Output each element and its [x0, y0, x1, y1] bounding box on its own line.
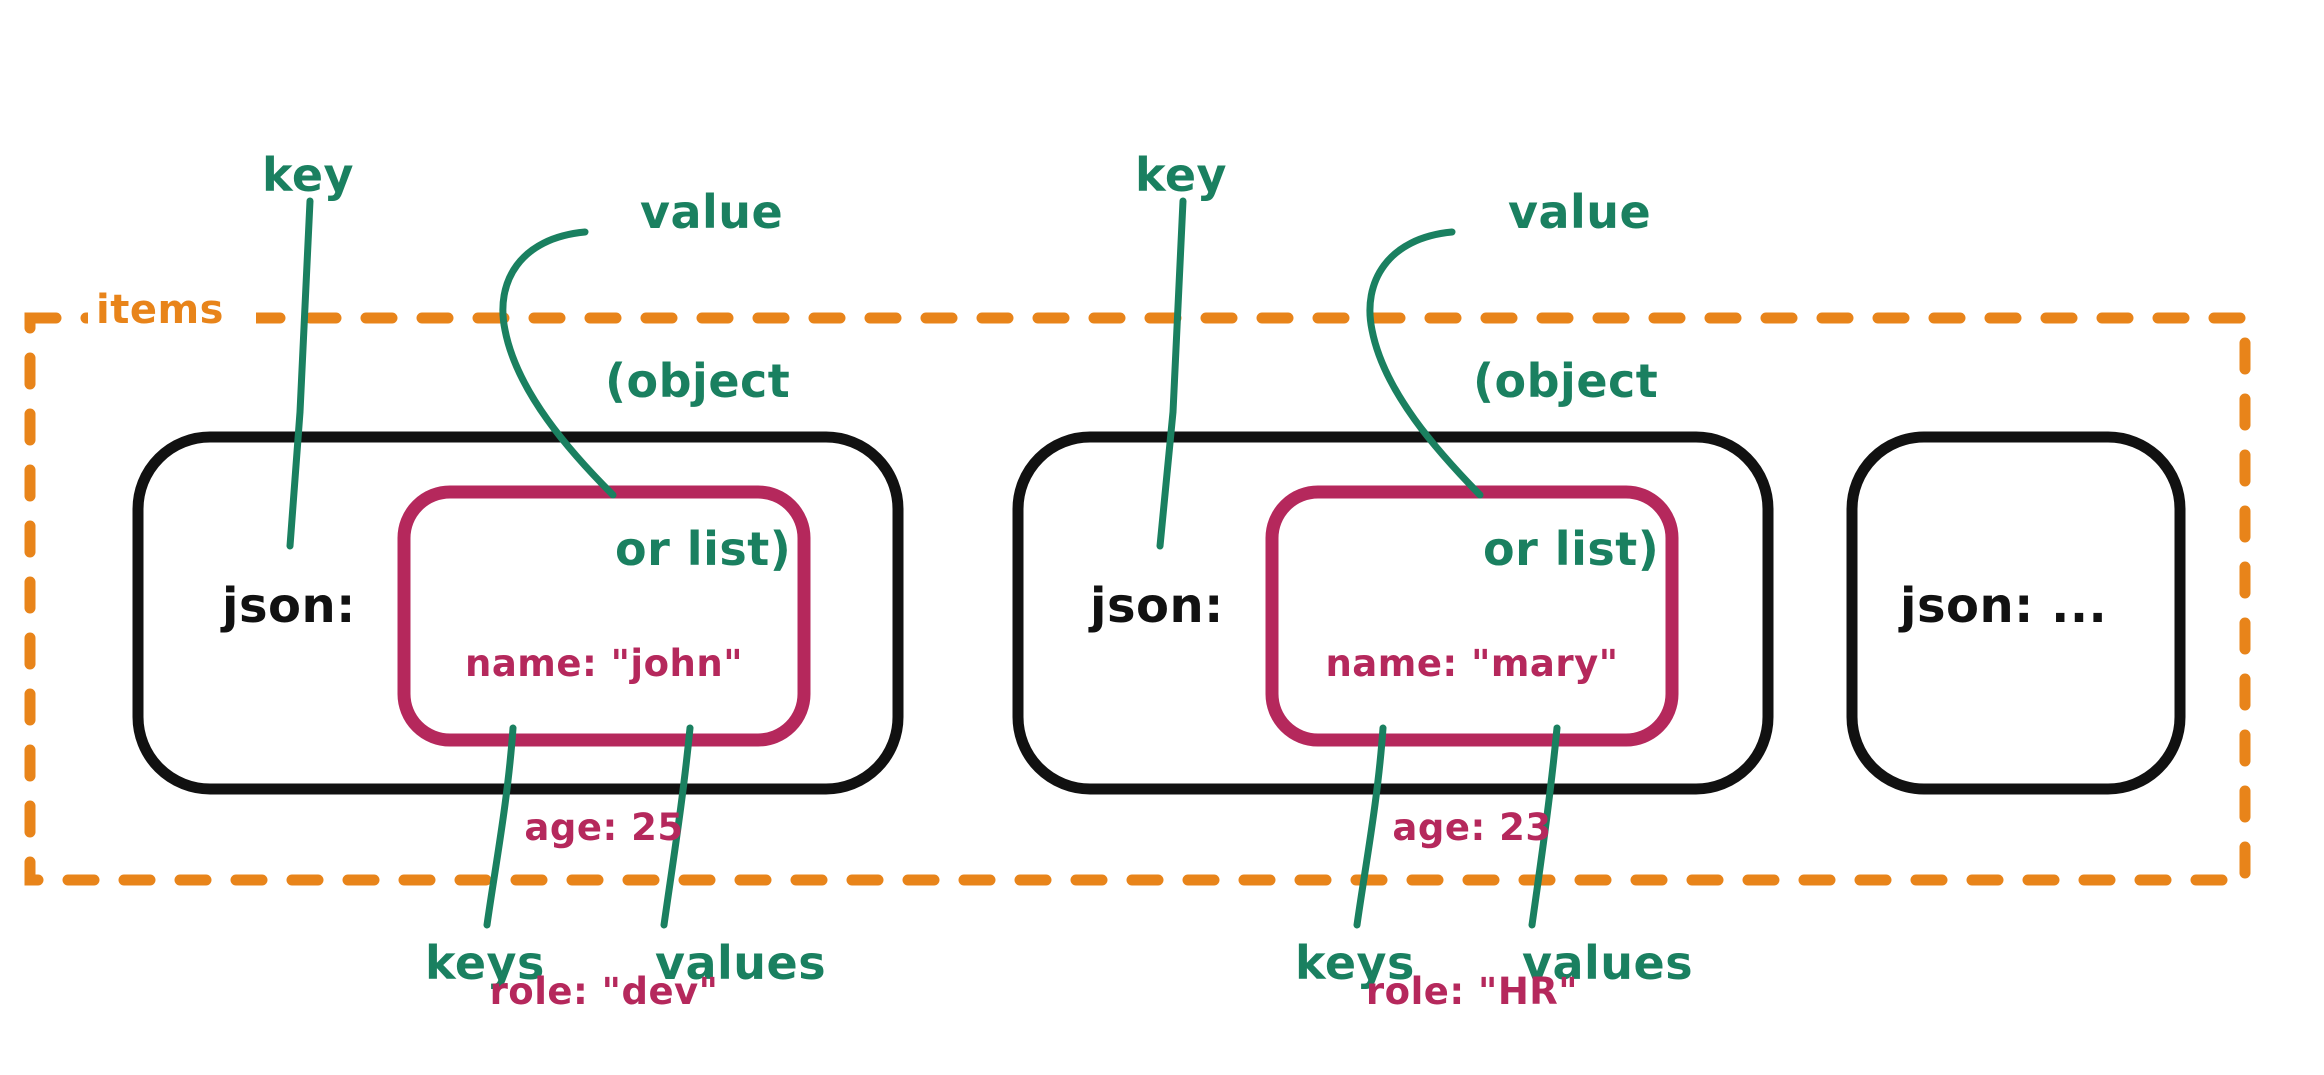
- annotation-keys-1: keys: [425, 936, 545, 990]
- annotation-value-1: value (object or list): [605, 72, 791, 633]
- annotation-values-1: values: [655, 936, 827, 990]
- connector-key-2: [1156, 197, 1187, 550]
- annotation-values-2: values: [1522, 936, 1694, 990]
- annotation-value-1-line-2: (object: [605, 353, 791, 408]
- annotation-key-2: key: [1135, 148, 1228, 202]
- annotation-value-2: value (object or list): [1473, 72, 1659, 633]
- card-2-entry-1: name: "mary": [1325, 641, 1619, 685]
- annotation-value-1-line-1: value: [640, 185, 784, 240]
- items-container-label: items: [96, 287, 224, 333]
- connector-key-1: [286, 197, 314, 550]
- connector-value-2: [1366, 228, 1484, 499]
- connector-values-1: [660, 724, 694, 929]
- card-1-entry-1: name: "john": [465, 641, 743, 685]
- card-2-json-prefix: json:: [1090, 578, 1224, 634]
- card-3-json-prefix: json: ...: [1900, 578, 2108, 634]
- items-container-border: [24, 312, 2251, 886]
- card-outline-3[interactable]: [1846, 431, 2186, 795]
- connector-keys-2: [1353, 724, 1387, 929]
- card-1-entry-2: age: 25: [524, 805, 684, 849]
- annotation-keys-2: keys: [1295, 936, 1415, 990]
- annotation-value-1-line-3: or list): [615, 521, 792, 576]
- annotation-key-1: key: [262, 148, 355, 202]
- card-2-entry-3: role: "HR": [1365, 970, 1579, 1013]
- card-1-entry-3: role: "dev": [489, 970, 719, 1013]
- annotation-value-2-line-1: value: [1508, 185, 1652, 240]
- card-2-entry-2: age: 23: [1392, 805, 1552, 849]
- annotation-value-2-line-2: (object: [1473, 353, 1659, 408]
- card-1-value-box-text: name: "john" age: 25 role: "dev": [424, 527, 784, 1075]
- connector-values-2: [1528, 724, 1561, 929]
- annotation-value-2-line-3: or list): [1483, 521, 1660, 576]
- items-label-backdrop: [88, 292, 256, 346]
- connector-keys-1: [483, 724, 517, 929]
- value-box-outline-2[interactable]: [1265, 485, 1679, 747]
- card-1-json-prefix: json:: [222, 578, 356, 634]
- card-2-value-box-text: name: "mary" age: 23 role: "HR": [1292, 527, 1652, 1075]
- connector-value-1: [499, 228, 617, 499]
- value-box-outline-1[interactable]: [397, 485, 811, 747]
